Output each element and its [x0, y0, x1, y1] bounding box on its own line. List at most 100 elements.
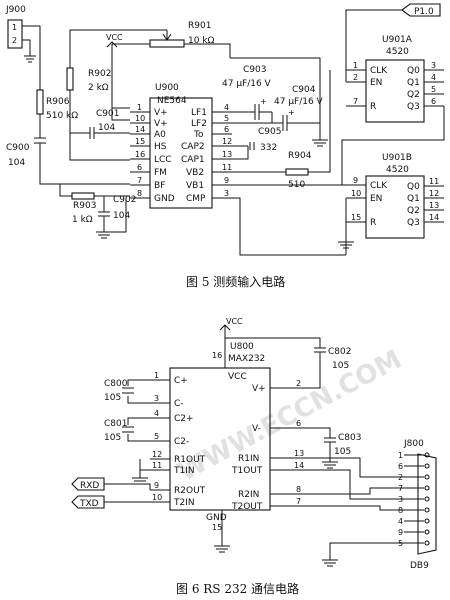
u901a-pin-num: 5: [431, 85, 436, 94]
db9-connector: [417, 453, 437, 555]
r906-value: 510 kΩ: [46, 111, 78, 121]
txd-label: TXD: [79, 499, 99, 509]
ground-symbol: [214, 510, 230, 553]
r902-name: R902: [88, 69, 111, 79]
u901b-chip: [365, 175, 425, 239]
u900-left-pins: 1 V+ 10 V+ 14 A0 15 HS 16 LCC 6 FM 7 BF …: [130, 103, 175, 204]
c900-value: 104: [8, 158, 25, 168]
u901a-pin-label: EN: [370, 78, 382, 88]
wire-vb2-r904: [232, 70, 331, 173]
wire-db9-ground: [322, 542, 404, 567]
u901b-pin-num: 15: [351, 213, 361, 222]
u800-pin-num: 3: [154, 394, 159, 403]
c900-capacitor: [34, 137, 46, 144]
u900-pin-label: V+: [154, 108, 168, 118]
c902-value: 104: [113, 211, 130, 221]
u901a-pin-label: Q0: [407, 66, 420, 76]
u800-pin-num: 15: [212, 523, 222, 532]
u900-pin-num: 16: [135, 150, 145, 159]
u901b-left-leads: [342, 184, 366, 223]
u900-pin-label: FM: [154, 168, 167, 178]
u900-pin-num: 6: [224, 125, 229, 134]
u800-pin-num: 4: [154, 409, 159, 418]
wire-c905: [232, 145, 249, 160]
db9-pin-dot: [424, 485, 430, 491]
u900-pin-num: 13: [222, 150, 232, 159]
u901b-name: U901B: [382, 153, 412, 163]
c901-capacitor: [89, 127, 95, 139]
c901-name: C901: [96, 109, 119, 119]
db9-pin-dot: [424, 518, 430, 524]
p10-port-tag: [401, 3, 441, 17]
u901a-name: U901A: [382, 35, 413, 45]
c902-capacitor: [98, 211, 110, 217]
j800-label: J800: [403, 439, 424, 449]
u800-pin-label: C+: [174, 376, 188, 386]
u901a-pin-label: Q3: [407, 102, 420, 112]
db9-pin-num: 6: [398, 462, 403, 471]
r901-wiper-arrow: [162, 33, 172, 41]
u900-pin-label: VB2: [186, 168, 204, 178]
wire-t2out-db9: [290, 505, 404, 511]
u901b-pin-num: 14: [429, 213, 439, 222]
u800-left-leads: [150, 379, 170, 503]
u901b-pin-num: 12: [429, 189, 439, 198]
u900-left-leads: [130, 111, 150, 199]
j900-pin-2: 2: [12, 36, 17, 45]
u900-pin-label: A0: [154, 130, 166, 140]
wire-r901-r902: [69, 29, 167, 68]
r902-value: 2 kΩ: [88, 83, 109, 93]
u800-pin-label: VCC: [228, 372, 247, 382]
ground-symbol: [132, 477, 148, 485]
c803-value: 105: [334, 447, 351, 457]
c800-name: C800: [104, 379, 128, 389]
u800-pin-label: T1OUT: [231, 466, 263, 476]
c905-name: C905: [258, 127, 281, 137]
db9-pin-dot: [424, 474, 430, 480]
u800-pin-label: C2+: [174, 414, 194, 424]
c905-capacitor: [249, 142, 255, 150]
wire-rxd-txd: [104, 483, 151, 503]
u901b-part: 4520: [386, 165, 409, 175]
u900-pin-label: VB1: [186, 181, 204, 191]
u900-pin-label: CMP: [186, 194, 206, 204]
r902-resistor: [66, 67, 74, 91]
fig5-caption: 图 5 测频输入电路: [186, 274, 285, 289]
u800-pin-num: 12: [152, 450, 162, 459]
u901a-pin-label: Q1: [407, 78, 420, 88]
u900-pin-label: To: [193, 130, 204, 140]
u901b-right-leads: [424, 185, 444, 223]
u900-pin-num: 8: [137, 189, 142, 198]
db9-pin-num: 1: [398, 451, 403, 460]
r904-name: R904: [288, 151, 312, 161]
u900-right-leads: [212, 111, 232, 199]
u901b-pin-num: 9: [353, 176, 358, 185]
rxd-label: RXD: [80, 481, 99, 491]
u900-pin-label: V+: [154, 119, 168, 129]
c901-value: 104: [98, 123, 115, 133]
u901a-part: 4520: [386, 47, 409, 57]
u900-pin-label: GND: [154, 194, 175, 204]
u900-pin-label: HS: [154, 142, 167, 152]
u900-pin-label: LF1: [191, 108, 207, 118]
u800-pin-label: V+: [252, 384, 266, 394]
u901b-pin-num: 11: [429, 177, 439, 186]
db9-pin-dot: [424, 452, 430, 458]
db9-pin-leads: [404, 454, 424, 544]
u900-pin-num: 7: [137, 176, 142, 185]
u900-pin-num: 6: [137, 163, 142, 172]
wire-vcc-v+: [111, 44, 130, 109]
wire-q3-to-u901b: [341, 106, 445, 185]
ground-symbol: [24, 55, 36, 63]
c903-polarity: +: [260, 97, 267, 106]
watermark: WWW.ECCN.COM: [173, 344, 406, 487]
u900-pin-num: 11: [222, 163, 232, 172]
c902-name: C902: [113, 195, 136, 205]
c905-value: 332: [260, 143, 277, 153]
c904-value: 47 μF/16 V: [274, 97, 324, 107]
wire-c800: [127, 379, 150, 404]
wire-r901-right: [184, 43, 231, 58]
r901-name: R901: [188, 21, 211, 31]
u800-pin-num: 11: [152, 461, 162, 470]
u901a-pin-num: 4: [431, 73, 436, 82]
